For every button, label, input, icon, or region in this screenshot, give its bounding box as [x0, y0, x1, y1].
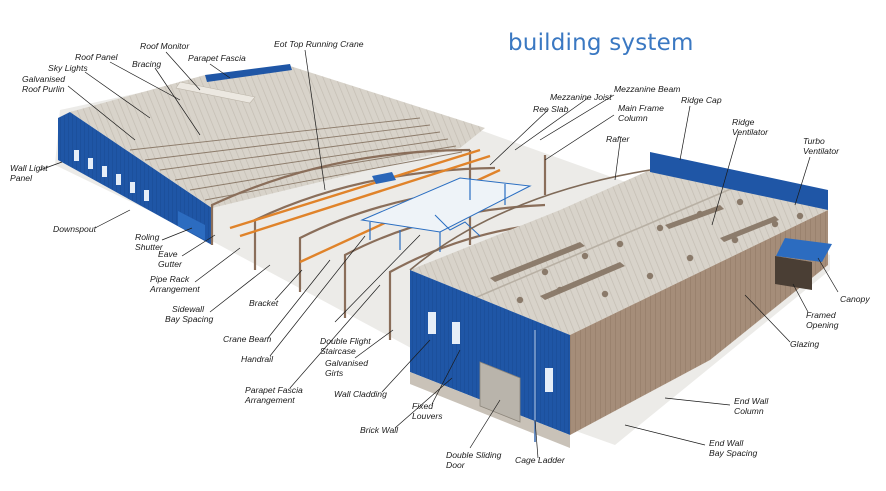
- label-double-flight-2: Staircase: [320, 346, 356, 356]
- label-ridge-cap: Ridge Cap: [681, 95, 722, 105]
- label-bracket: Bracket: [249, 298, 279, 308]
- right-parapet-blue: [650, 152, 828, 210]
- label-cage-ladder: Cage Ladder: [515, 455, 566, 465]
- label-turbo-ventilator-1: Turbo: [803, 136, 825, 146]
- label-framed-opening-1: Framed: [806, 310, 836, 320]
- label-rolling-shutter-2: Shutter: [135, 242, 164, 252]
- label-end-wall-bay-2: Bay Spacing: [709, 448, 757, 458]
- diagram-title: building system: [508, 30, 694, 56]
- label-sidewall-bay-1: Sidewall: [172, 304, 205, 314]
- label-downspout: Downspout: [53, 224, 97, 234]
- label-fixed-louvers-1: Fixed: [412, 401, 433, 411]
- label-galvanised-girts-2: Girts: [325, 368, 344, 378]
- mezzanine: [360, 177, 532, 252]
- label-rafter: Rafter: [606, 134, 631, 144]
- end-wall-cladding: [570, 210, 828, 435]
- label-roof-monitor: Roof Monitor: [140, 41, 190, 51]
- label-ridge-ventilator-1: Ridge: [732, 117, 755, 127]
- label-end-wall-column-2: Column: [734, 406, 764, 416]
- label-handrail: Handrail: [241, 354, 274, 364]
- label-crane-beam: Crane Beam: [223, 334, 271, 344]
- right-roof: [410, 170, 828, 335]
- right-roof-rafter: [409, 169, 651, 271]
- label-end-wall-bay-1: End Wall: [709, 438, 744, 448]
- label-eot-crane: Eot Top Running Crane: [274, 39, 364, 49]
- label-ridge-ventilator-2: Ventilator: [732, 127, 769, 137]
- label-fixed-louvers-2: Louvers: [412, 411, 443, 421]
- label-rolling-shutter-1: Roling: [135, 232, 160, 242]
- label-galvanised-roof-purlin-1: Galvanised: [22, 74, 65, 84]
- wall-light-panels: [74, 150, 149, 201]
- label-parapet-fascia-arr-2: Arrangement: [244, 395, 295, 405]
- label-eave-gutter-1: Eave: [158, 249, 178, 259]
- roof-monitor: [175, 81, 256, 104]
- double-sliding-door: [479, 361, 521, 423]
- label-mezzanine-beam: Mezzanine Beam: [614, 84, 680, 94]
- label-mezzanine-joist: Mezzanine Joist: [550, 92, 612, 102]
- label-end-wall-column-1: End Wall: [734, 396, 769, 406]
- label-glazing: Glazing: [790, 339, 819, 349]
- label-galvanised-roof-purlin-2: Roof Purlin: [22, 84, 65, 94]
- label-main-frame-column-2: Column: [618, 113, 648, 123]
- label-eave-gutter-2: Gutter: [158, 259, 183, 269]
- left-roof-purlins: [129, 117, 463, 201]
- label-double-flight-1: Double Flight: [320, 336, 371, 346]
- labels: Roof Monitor Parapet Fascia Eot Top Runn…: [10, 39, 870, 470]
- label-turbo-ventilator-2: Ventilator: [803, 146, 840, 156]
- left-roof: [70, 66, 485, 208]
- label-ree-slab: Ree Slab: [533, 104, 569, 114]
- label-roof-panel: Roof Panel: [75, 52, 119, 62]
- fixed-louvers: [428, 312, 553, 392]
- label-double-sliding-door-2: Door: [446, 460, 466, 470]
- canopy: [776, 238, 832, 262]
- label-parapet-fascia: Parapet Fascia: [188, 53, 246, 63]
- parapet-blue: [205, 64, 292, 82]
- label-parapet-fascia-arr-1: Parapet Fascia: [245, 385, 303, 395]
- label-sidewall-bay-2: Bay Spacing: [165, 314, 213, 324]
- label-wall-cladding: Wall Cladding: [334, 389, 387, 399]
- left-wall-blue: [58, 112, 212, 245]
- front-wall-blue: [410, 270, 570, 435]
- label-galvanised-girts-1: Galvanised: [325, 358, 368, 368]
- label-main-frame-column-1: Main Frame: [618, 103, 664, 113]
- label-pipe-rack-1: Pipe Rack: [150, 274, 190, 284]
- label-pipe-rack-2: Arrangement: [149, 284, 200, 294]
- label-brick-wall: Brick Wall: [360, 425, 399, 435]
- label-double-sliding-door-1: Double Sliding: [446, 450, 502, 460]
- label-wall-light-panel-2: Panel: [10, 173, 33, 183]
- label-sky-lights: Sky Lights: [48, 63, 88, 73]
- building-illustration: [55, 64, 832, 448]
- label-framed-opening-2: Opening: [806, 320, 839, 330]
- label-wall-light-panel-1: Wall Light: [10, 163, 48, 173]
- leader-lines: [39, 49, 839, 459]
- eot-crane: [372, 172, 396, 184]
- ridge-cap: [469, 184, 741, 301]
- label-bracing: Bracing: [132, 59, 161, 69]
- rolling-shutter: [178, 211, 205, 240]
- label-canopy: Canopy: [840, 294, 870, 304]
- framed-opening: [775, 256, 812, 290]
